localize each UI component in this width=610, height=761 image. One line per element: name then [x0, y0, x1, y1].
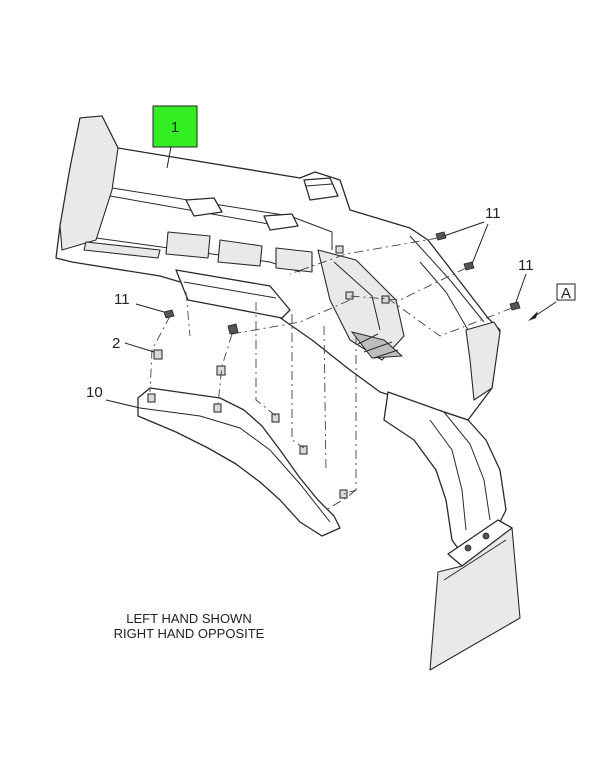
callout-2-label: 2 — [112, 335, 120, 352]
splash-shield-part-10 — [137, 387, 348, 537]
callout-1-highlight — [152, 105, 198, 148]
clip-nut-part-2 — [153, 349, 163, 360]
view-ref-a[interactable]: A — [528, 283, 576, 321]
callout-part-11-left[interactable]: 11 — [114, 291, 165, 313]
view-ref-a-label: A — [561, 285, 571, 302]
bolt-left — [163, 309, 175, 319]
note-line-1: LEFT HAND SHOWN — [126, 611, 251, 626]
callout-11-left-label: 11 — [114, 291, 130, 308]
callout-part-1[interactable]: 1 — [152, 105, 198, 169]
note-line-2: RIGHT HAND OPPOSITE — [114, 626, 265, 641]
callout-part-2[interactable]: 2 — [112, 335, 155, 353]
callout-11-right-label: 11 — [518, 257, 534, 274]
callout-part-11-right[interactable]: 11 — [515, 257, 534, 303]
fasteners — [153, 231, 521, 376]
mud-flap — [429, 527, 521, 671]
callout-1-label: 1 — [171, 119, 179, 136]
bolt-far-right — [509, 301, 521, 311]
callout-10-label: 10 — [86, 384, 103, 401]
assembly-lines — [149, 237, 513, 511]
callout-part-11-pair[interactable]: 11 — [443, 205, 501, 265]
view-ref-a-box — [556, 283, 576, 301]
fender-panel — [55, 115, 521, 671]
callout-11-pair-label: 11 — [485, 205, 501, 222]
callout-part-10[interactable]: 10 — [86, 384, 141, 409]
